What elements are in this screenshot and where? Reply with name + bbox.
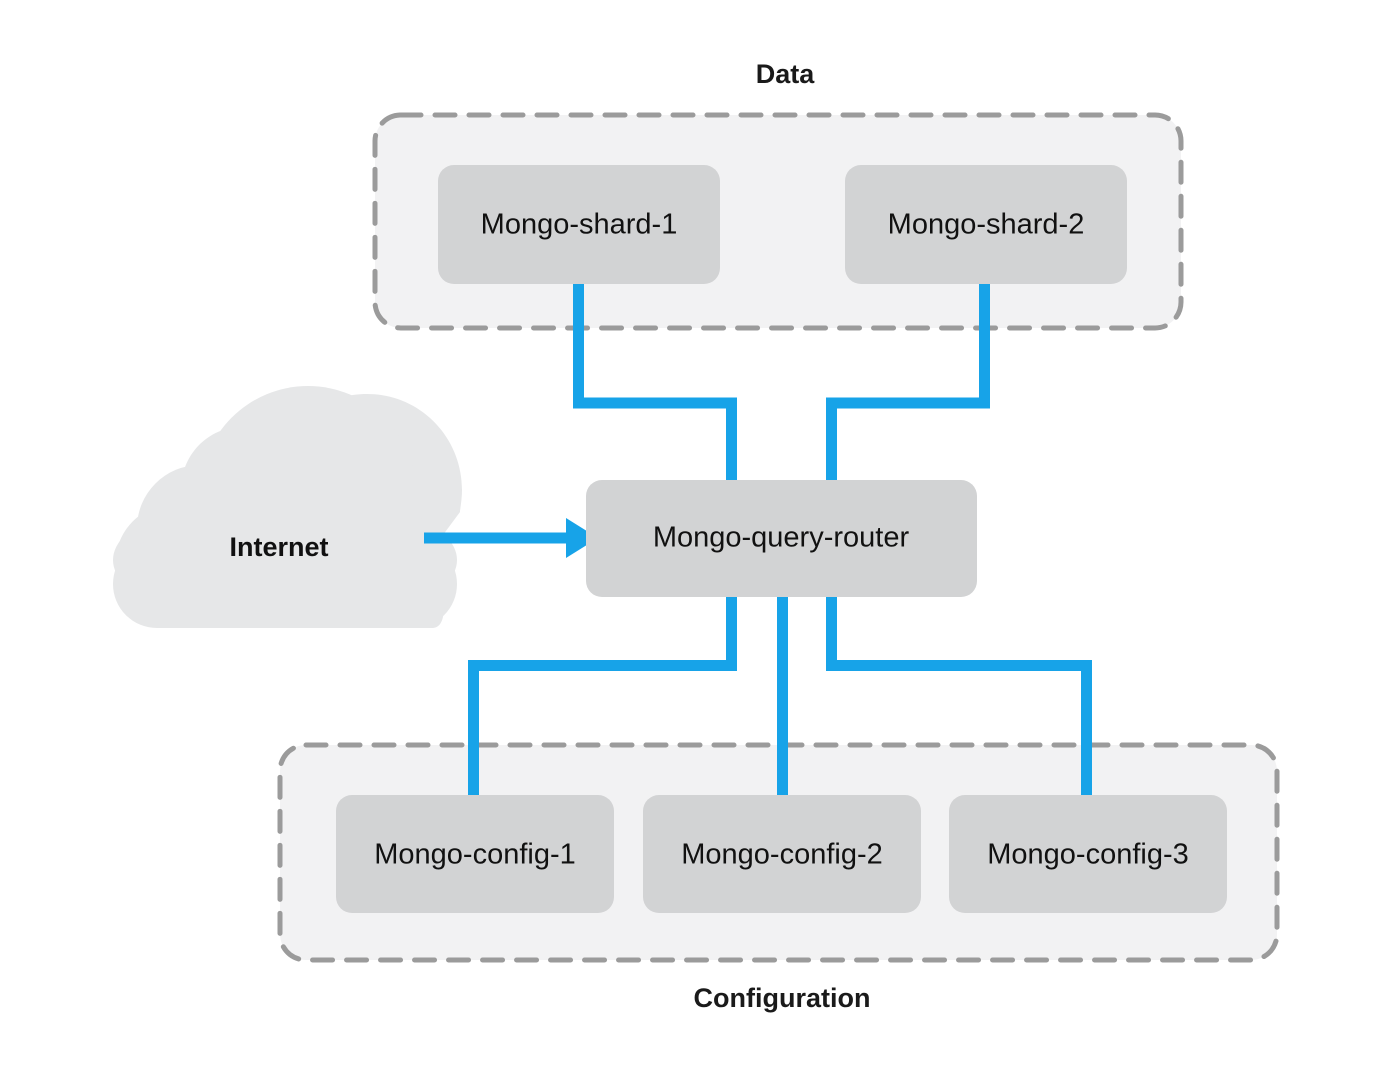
connector-router-to-config-3 — [826, 590, 1092, 802]
node-box-shard-2 — [845, 165, 1127, 284]
arrow-head-icon — [566, 518, 598, 558]
node-label-query-router: Mongo-query-router — [653, 522, 910, 554]
cloud-label-internet: Internet — [229, 532, 328, 562]
node-query-router[interactable]: Mongo-query-router — [586, 480, 977, 597]
node-shard-2[interactable]: Mongo-shard-2 — [845, 165, 1127, 284]
connector-internet-to-router — [424, 518, 598, 558]
node-box-shard-1 — [438, 165, 720, 284]
node-label-config-3: Mongo-config-3 — [987, 839, 1189, 871]
node-config-3[interactable]: Mongo-config-3 — [949, 795, 1227, 913]
node-box-config-2 — [643, 795, 921, 913]
node-label-shard-1: Mongo-shard-1 — [481, 209, 678, 241]
cloud-slab-icon — [113, 540, 457, 628]
connector-router-to-config-1 — [468, 590, 737, 802]
connector-shard-1-to-router — [573, 270, 737, 490]
node-box-query-router — [586, 480, 977, 597]
cloud-internet[interactable]: Internet — [113, 386, 462, 628]
node-box-config-3 — [949, 795, 1227, 913]
group-label-data: Data — [756, 59, 816, 89]
group-label-configuration: Configuration — [694, 983, 871, 1013]
node-label-shard-2: Mongo-shard-2 — [888, 209, 1085, 241]
node-shard-1[interactable]: Mongo-shard-1 — [438, 165, 720, 284]
node-config-2[interactable]: Mongo-config-2 — [643, 795, 921, 913]
node-label-config-2: Mongo-config-2 — [681, 839, 883, 871]
node-config-1[interactable]: Mongo-config-1 — [336, 795, 614, 913]
connector-shard-2-to-router — [826, 270, 990, 490]
node-box-config-1 — [336, 795, 614, 913]
node-label-config-1: Mongo-config-1 — [374, 839, 576, 871]
